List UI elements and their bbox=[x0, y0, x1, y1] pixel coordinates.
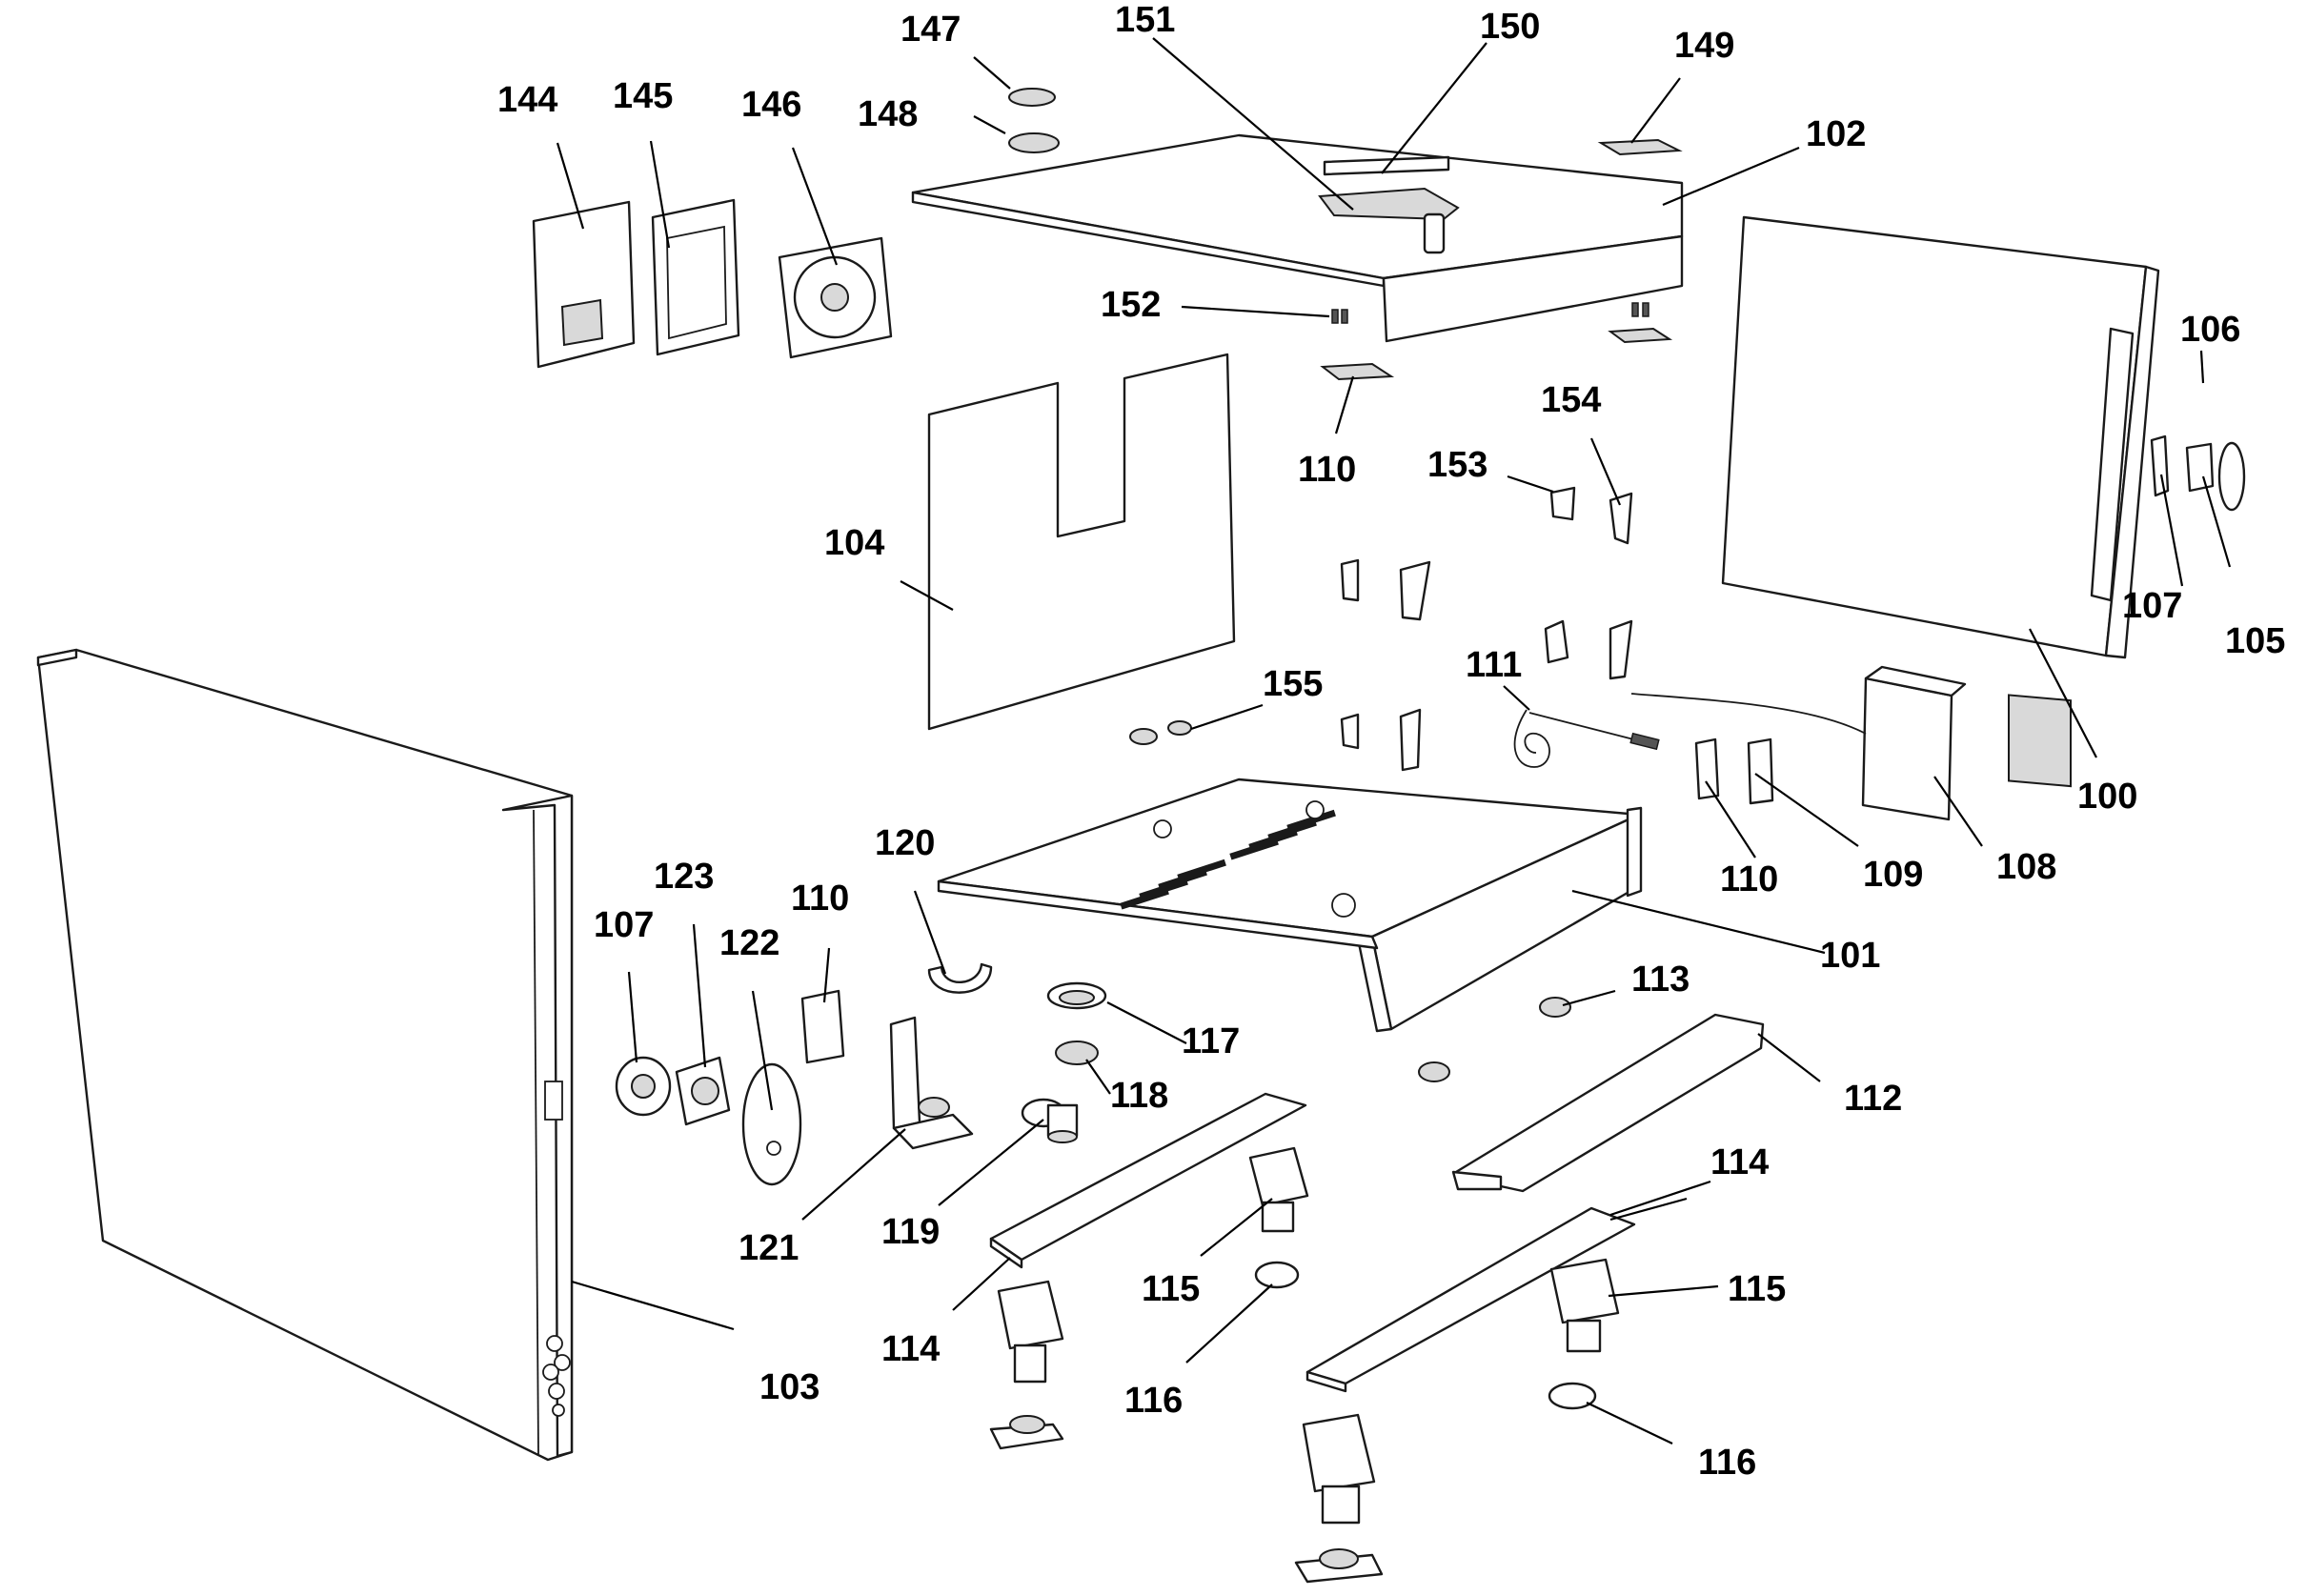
label-145: 145 bbox=[613, 76, 673, 116]
label-121: 121 bbox=[739, 1228, 799, 1268]
label-144: 144 bbox=[497, 80, 557, 120]
part-114-rail-left bbox=[989, 1092, 1307, 1269]
part-106-knob bbox=[2185, 442, 2215, 493]
label-109: 109 bbox=[1863, 855, 1923, 895]
part-108-junction-box bbox=[1630, 665, 1967, 821]
part-152-screws bbox=[1331, 302, 1649, 324]
part-121-hinge-bracket bbox=[889, 1016, 974, 1150]
label-107b: 107 bbox=[594, 905, 654, 945]
label-104: 104 bbox=[824, 523, 884, 563]
label-111: 111 bbox=[1466, 645, 1522, 685]
label-108: 108 bbox=[1996, 847, 2056, 887]
label-110a: 110 bbox=[1298, 450, 1356, 490]
base-vent-slots bbox=[1120, 809, 1336, 910]
label-103: 103 bbox=[759, 1367, 820, 1407]
part-110-bracket-left bbox=[800, 989, 845, 1064]
label-147: 147 bbox=[901, 10, 961, 50]
part-145-bracket bbox=[651, 198, 740, 356]
label-110c: 110 bbox=[791, 879, 849, 919]
label-112: 112 bbox=[1844, 1079, 1902, 1119]
label-151: 151 bbox=[1115, 0, 1175, 40]
label-146: 146 bbox=[741, 85, 801, 125]
label-154: 154 bbox=[1541, 380, 1601, 420]
part-115-foot-1 bbox=[1248, 1146, 1309, 1233]
part-102-top-panel bbox=[911, 133, 1684, 343]
label-115a: 115 bbox=[1142, 1269, 1200, 1309]
part-153-154-brackets bbox=[1340, 486, 1633, 772]
part-labels: 144 145 146 147 148 151 150 149 102 152 … bbox=[497, 0, 2285, 1483]
part-146-fan bbox=[778, 236, 893, 359]
part-116-pad-2 bbox=[1548, 1382, 1597, 1410]
part-113-clips bbox=[1418, 997, 1571, 1082]
part-100-right-side-panel bbox=[1721, 215, 2160, 788]
part-148-ring bbox=[1008, 132, 1060, 153]
part-107-left-hinge bbox=[615, 1056, 672, 1117]
part-116-pad-3 bbox=[989, 1415, 1064, 1450]
part-123-knob-assembly bbox=[675, 1056, 731, 1126]
label-119: 119 bbox=[881, 1212, 940, 1252]
part-116-pad-4 bbox=[1294, 1548, 1384, 1584]
part-109-bracket bbox=[1747, 737, 1774, 805]
part-147-ring bbox=[1008, 88, 1056, 107]
label-106: 106 bbox=[2180, 310, 2240, 350]
part-115-foot-4 bbox=[1302, 1413, 1376, 1525]
part-107-right-hinge bbox=[2150, 434, 2170, 497]
part-103-left-side-panel bbox=[36, 648, 574, 1462]
label-102: 102 bbox=[1806, 114, 1866, 154]
part-119-elbow bbox=[1021, 1098, 1079, 1143]
part-110-plates-top bbox=[1320, 327, 1673, 381]
label-115b: 115 bbox=[1728, 1269, 1786, 1309]
label-118: 118 bbox=[1110, 1076, 1168, 1116]
label-110b: 110 bbox=[1720, 859, 1778, 899]
part-114-rail-right bbox=[1305, 1206, 1636, 1393]
label-114a: 114 bbox=[1710, 1142, 1769, 1182]
leader-lines bbox=[556, 37, 2232, 1444]
part-112-rail bbox=[1451, 1013, 1765, 1193]
part-149-plate bbox=[1597, 138, 1683, 156]
label-153: 153 bbox=[1427, 445, 1487, 485]
part-116-pad-1 bbox=[1254, 1261, 1300, 1289]
label-101: 101 bbox=[1820, 936, 1880, 976]
label-100: 100 bbox=[2077, 777, 2137, 817]
part-144-housing bbox=[532, 200, 636, 369]
part-118-cap bbox=[1055, 1040, 1099, 1065]
label-113: 113 bbox=[1631, 960, 1690, 1000]
label-155: 155 bbox=[1263, 664, 1323, 704]
part-110-bracket-right bbox=[1694, 737, 1720, 800]
part-104-rear-panel bbox=[927, 353, 1236, 731]
label-122: 122 bbox=[719, 923, 779, 963]
label-116b: 116 bbox=[1698, 1443, 1756, 1483]
part-122-plate bbox=[741, 1062, 802, 1186]
part-117-ring bbox=[1046, 981, 1107, 1010]
part-105-plate bbox=[2217, 441, 2246, 512]
part-120-clip bbox=[927, 962, 993, 994]
part-101-base-tray bbox=[937, 778, 1643, 1033]
label-116a: 116 bbox=[1124, 1381, 1183, 1421]
label-150: 150 bbox=[1480, 7, 1540, 47]
label-107a: 107 bbox=[2122, 586, 2182, 626]
part-111-sensor-coil bbox=[1513, 709, 1660, 768]
label-120: 120 bbox=[875, 823, 935, 863]
label-123: 123 bbox=[654, 857, 714, 897]
part-155-grommets bbox=[1129, 720, 1192, 745]
label-149: 149 bbox=[1674, 26, 1734, 66]
label-114b: 114 bbox=[881, 1329, 940, 1369]
label-148: 148 bbox=[858, 94, 918, 134]
part-115-foot-2 bbox=[997, 1280, 1064, 1384]
label-105: 105 bbox=[2225, 621, 2285, 661]
part-115-foot-3 bbox=[1549, 1258, 1620, 1353]
label-117: 117 bbox=[1182, 1021, 1240, 1061]
label-152: 152 bbox=[1101, 285, 1161, 325]
